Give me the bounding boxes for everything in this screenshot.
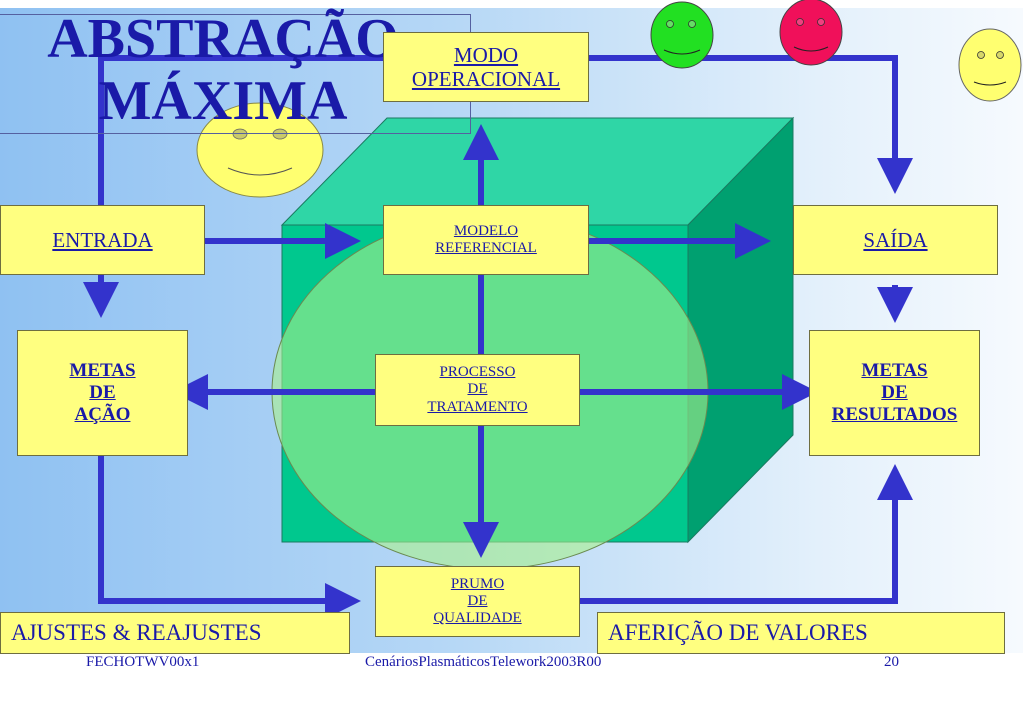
arrow-metas-acao-to-prumo <box>98 456 361 619</box>
box-metas-de-resultados[interactable]: METAS DE RESULTADOS <box>809 330 980 456</box>
arrow-entrada-to-modo <box>98 55 383 205</box>
box-metas-de-acao[interactable]: METAS DE AÇÃO <box>17 330 188 456</box>
box-entrada[interactable]: ENTRADA <box>0 205 205 275</box>
smiley-yellow-small-icon <box>958 28 1022 102</box>
footer-page-number: 20 <box>884 654 899 670</box>
bar-afericao-de-valores[interactable]: AFERIÇÃO DE VALORES <box>597 612 1005 654</box>
box-processo-de-tratamento[interactable]: PROCESSO DE TRATAMENTO <box>375 354 580 426</box>
slide-title: ABSTRAÇÃO MÁXIMA <box>18 8 428 132</box>
footer-left: FECHOTWV00x1 <box>86 654 200 670</box>
box-prumo-de-qualidade[interactable]: PRUMO DE QUALIDADE <box>375 566 580 637</box>
box-modelo-referencial[interactable]: MODELO REFERENCIAL <box>383 205 589 275</box>
title-line-1: ABSTRAÇÃO <box>47 8 399 70</box>
box-saida[interactable]: SAÍDA <box>793 205 998 275</box>
footer-center: CenáriosPlasmáticosTelework2003R00 <box>365 654 602 670</box>
smiley-yellow-large-icon <box>196 102 324 198</box>
bar-ajustes-reajustes[interactable]: AJUSTES & REAJUSTES <box>0 612 350 654</box>
box-modo-operacional[interactable]: MODO OPERACIONAL <box>383 32 589 102</box>
title-line-2: MÁXIMA <box>98 70 348 132</box>
arrow-prumo-to-metas-resultados <box>580 464 913 604</box>
smiley-green-icon <box>650 1 714 69</box>
smiley-red-icon <box>779 0 843 66</box>
